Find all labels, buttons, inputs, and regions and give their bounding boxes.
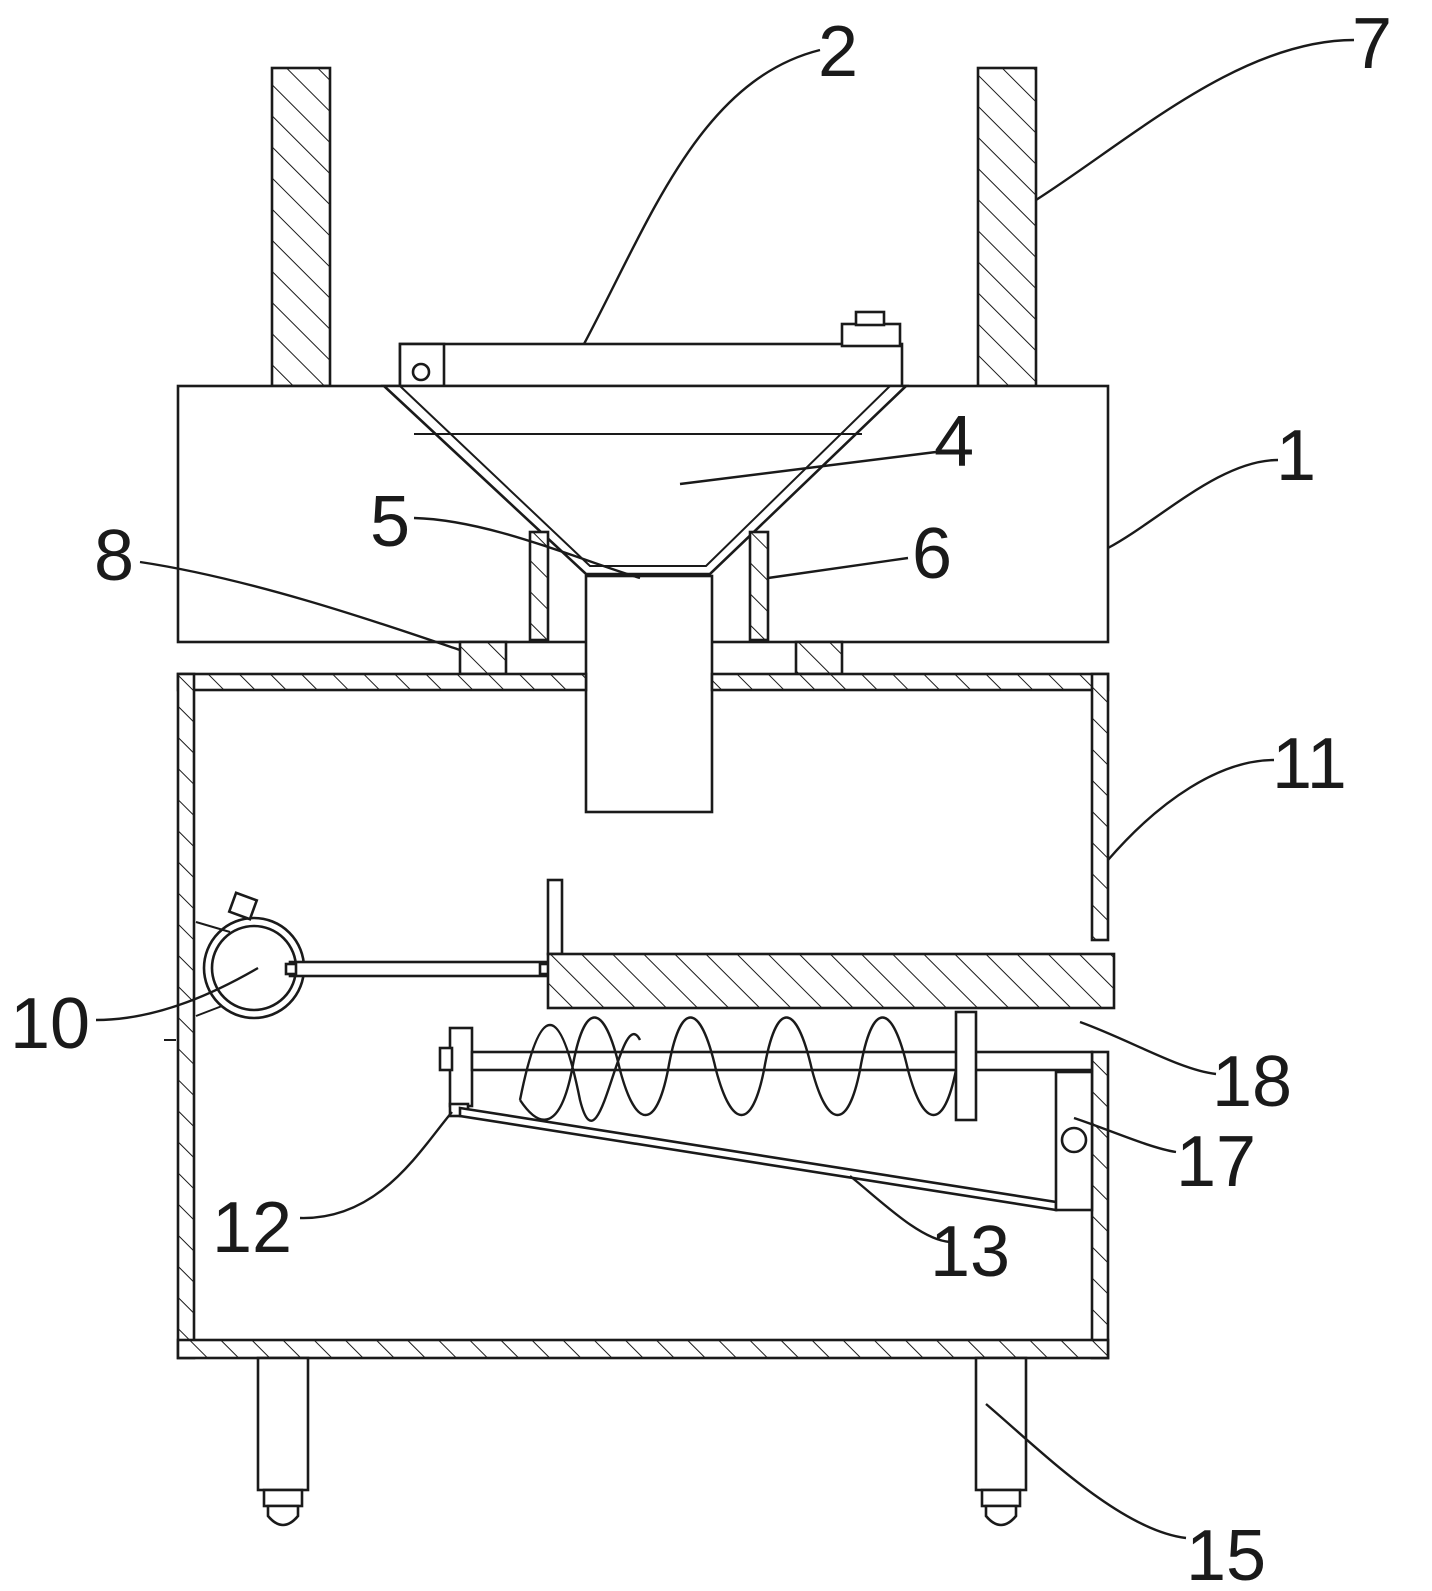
spacer-block-left [458, 640, 508, 676]
support-column-right [748, 530, 770, 642]
leader-4 [679, 450, 937, 486]
label-12: 12 [212, 1188, 292, 1268]
label-5: 5 [370, 482, 410, 562]
label-8: 8 [94, 516, 134, 596]
support-column-left [528, 530, 550, 642]
leader-6 [767, 556, 909, 580]
label-13: 13 [930, 1212, 1010, 1292]
leader-10 [95, 966, 259, 1022]
connecting-rod [284, 960, 552, 978]
leader-15 [985, 1403, 1187, 1540]
funnel-hopper [380, 384, 910, 576]
leg-right [974, 1356, 1028, 1527]
leader-8 [139, 560, 461, 652]
spacer-block-right [794, 640, 844, 676]
leg-left [256, 1356, 310, 1527]
label-4: 4 [934, 402, 974, 482]
leader-lines [95, 38, 1355, 1540]
discharge-chute [584, 574, 714, 814]
leader-5 [413, 516, 641, 580]
leader-13 [849, 1175, 951, 1244]
leader-12 [299, 1111, 453, 1220]
inclined-plate [458, 1106, 1058, 1212]
label-2: 2 [818, 12, 858, 92]
label-17: 17 [1176, 1122, 1256, 1202]
leader-18 [1079, 1020, 1217, 1076]
label-18: 18 [1212, 1042, 1292, 1122]
label-1: 1 [1276, 416, 1316, 496]
screw-conveyor [438, 1010, 1094, 1122]
motor-unit [164, 891, 306, 1041]
label-15: 15 [1186, 1516, 1266, 1591]
label-6: 6 [912, 514, 952, 594]
label-11: 11 [1272, 724, 1347, 804]
side-hinge-block [1054, 1070, 1094, 1212]
leader-1 [1107, 458, 1279, 550]
reference-labels: 2 7 4 1 5 6 8 11 10 18 17 12 13 15 [10, 4, 1392, 1591]
sliding-plate [546, 878, 1116, 1010]
leader-17 [1073, 1116, 1177, 1154]
leader-11 [1107, 758, 1275, 861]
label-10: 10 [10, 984, 90, 1064]
lid-cover [398, 310, 904, 388]
leader-7 [1035, 38, 1355, 202]
lower-box [176, 672, 1110, 1360]
vertical-post-right [976, 66, 1038, 388]
vertical-post-left [270, 66, 332, 388]
label-7: 7 [1352, 4, 1392, 84]
leader-2 [582, 48, 821, 345]
